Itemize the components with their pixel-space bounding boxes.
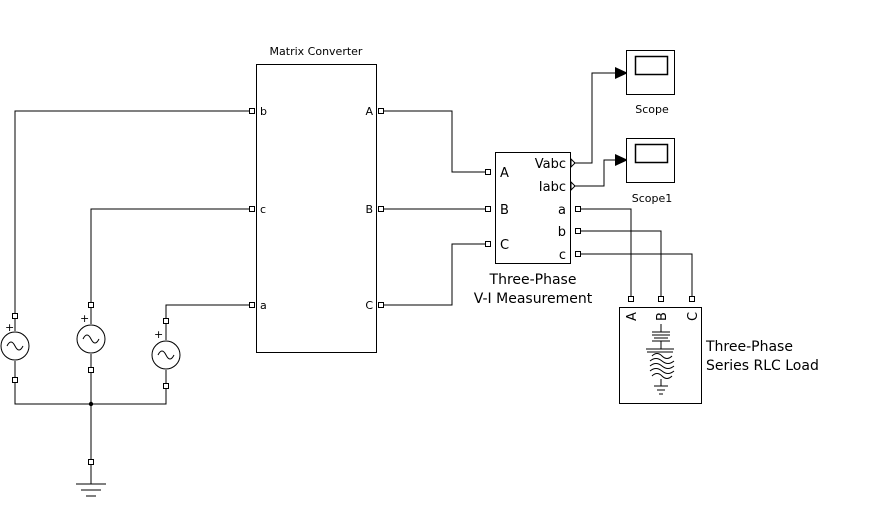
mc-label-C: C [365,299,373,312]
vi-label-A: A [500,166,509,181]
vi-port-iabc-arrow[interactable] [570,180,576,192]
wires [14,72,693,484]
src1-port-top[interactable] [12,313,18,319]
src3-plus: + [154,328,163,341]
load-port-A[interactable] [628,296,634,302]
wire-b-to-load-B [580,230,662,297]
vi-port-c[interactable] [575,251,581,257]
vi-port-C[interactable] [485,241,491,247]
vi-measurement-block[interactable]: A B C Vabc Iabc a b c Three-Phase V-I Me… [474,152,593,308]
vi-port-vabc-arrow[interactable] [570,157,576,169]
src2-plus: + [80,312,89,325]
load-label-A: A [625,312,640,321]
wire-vabc-to-scope [574,72,615,164]
scope1-block[interactable]: Scope1 [615,138,675,206]
ac-source-2[interactable]: + [76,302,106,373]
vi-port-a[interactable] [575,206,581,212]
rlc-caption-line1: Three-Phase [705,339,793,355]
vi-port-B[interactable] [485,206,491,212]
matrix-converter-title: Matrix Converter [270,45,363,58]
vi-label-iabc: Iabc [539,180,566,195]
mc-port-c[interactable] [249,206,255,212]
scope1-label: Scope1 [632,192,673,205]
mc-port-b[interactable] [249,108,255,114]
vi-label-C: C [500,238,509,253]
rlc-load-icon [646,324,675,395]
ground-icon [76,483,106,497]
vi-measurement-body [495,152,571,264]
junction-dot [88,401,94,407]
vi-caption-line1: Three-Phase [489,272,577,288]
src1-plus: + [5,321,14,334]
src2-port-bottom[interactable] [88,367,94,373]
matrix-converter-body [256,64,377,353]
scope-input-arrow [615,67,628,79]
scope1-input-arrow [615,154,628,166]
scope-block[interactable]: Scope [615,50,675,117]
wire-C-to-vi-C [383,243,485,306]
vi-port-A[interactable] [485,169,491,175]
src3-sine-icon [157,350,175,360]
wire-source2-to-c [90,208,249,303]
vi-label-vabc: Vabc [535,157,566,172]
mc-port-C[interactable] [378,302,384,308]
wire-source1-to-b [14,110,249,313]
vi-label-B: B [500,203,509,218]
src1-sine-icon [6,341,24,351]
src2-sine-icon [82,334,100,344]
scope-label: Scope [635,103,669,116]
mc-port-A[interactable] [378,108,384,114]
ac-source-3[interactable]: + [151,318,181,389]
mc-label-A: A [365,105,373,118]
vi-port-b[interactable] [575,228,581,234]
mc-label-B: B [365,203,373,216]
ground-block[interactable] [76,459,106,497]
vi-caption-line2: V-I Measurement [474,291,593,307]
vi-label-a: a [558,203,566,218]
src3-port-top[interactable] [163,318,169,324]
mc-label-a: a [260,299,267,312]
load-label-C: C [686,312,701,321]
vi-label-c: c [559,248,566,263]
matrix-converter-block[interactable]: Matrix Converter b c a A B C [249,45,384,353]
scope1-screen [634,143,669,164]
vi-label-b: b [558,225,566,240]
scope-screen [634,55,669,76]
mc-port-B[interactable] [378,206,384,212]
wire-A-to-vi-A [383,110,485,173]
ground-port[interactable] [88,459,94,465]
src2-port-top[interactable] [88,302,94,308]
rlc-load-body [619,307,702,404]
load-port-C[interactable] [689,296,695,302]
wire-a-to-load-A [580,208,632,297]
load-port-B[interactable] [658,296,664,302]
load-label-B: B [655,312,670,321]
wire-source3-to-a [165,304,249,318]
ac-source-1[interactable]: + [0,313,30,383]
wire-iabc-to-scope1 [574,159,615,187]
rlc-load-block[interactable]: A B C Three-Phase Series RLC Load [619,296,819,404]
wire-c-to-load-C [580,253,693,297]
src1-port-bottom[interactable] [12,377,18,383]
mc-port-a[interactable] [249,302,255,308]
mc-label-c: c [260,203,266,216]
rlc-caption-line2: Series RLC Load [706,358,819,374]
mc-label-b: b [260,105,267,118]
src3-port-bottom[interactable] [163,383,169,389]
